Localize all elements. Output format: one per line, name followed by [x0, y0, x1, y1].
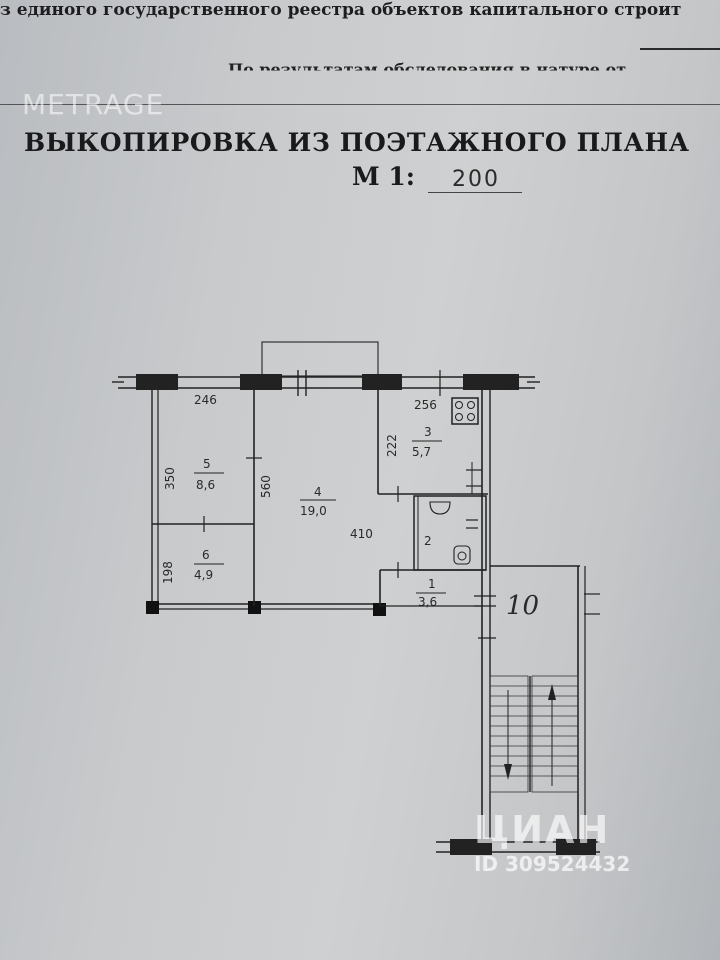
scale-underline	[428, 192, 522, 193]
stove-icon	[451, 397, 479, 425]
stair-flight-right	[531, 675, 579, 793]
dim-350: 350	[163, 467, 177, 490]
dim-256: 256	[414, 398, 437, 412]
dim-560: 560	[259, 475, 273, 498]
pier-1	[136, 374, 178, 390]
form-rule	[0, 104, 720, 105]
room-3-area: 5,7	[412, 445, 431, 459]
dim-198: 198	[161, 561, 175, 584]
room-5-area: 8,6	[196, 478, 215, 492]
room-2-number: 2	[424, 534, 432, 548]
cian-watermark: ЦИАН	[474, 808, 611, 852]
stair-flight-left	[489, 675, 529, 793]
column-1	[146, 601, 159, 614]
room-6-area: 4,9	[194, 568, 213, 582]
scale-prefix: М 1:	[352, 162, 416, 191]
survey-line: По результатам обследования в натуре от	[228, 60, 627, 79]
apartment-number: 10	[506, 591, 539, 621]
dim-410: 410	[350, 527, 373, 541]
sink-icon	[429, 501, 451, 515]
room-1-number: 1	[428, 577, 436, 591]
scale-value: 200	[452, 167, 500, 192]
room-4-area: 19,0	[300, 504, 327, 518]
stair-arrow-up	[548, 684, 556, 700]
room-1-area: 3,6	[418, 595, 437, 609]
dim-246: 246	[194, 393, 217, 407]
metrage-watermark: METRAGE	[22, 88, 165, 121]
room-3-number: 3	[424, 425, 432, 439]
toilet-icon	[453, 545, 471, 565]
pier-2	[240, 374, 282, 390]
room-6-number: 6	[202, 548, 210, 562]
bathroom-walls	[413, 495, 487, 571]
dim-222: 222	[385, 434, 399, 457]
balcony	[261, 341, 379, 377]
document-title: ВЫКОПИРОВКА ИЗ ПОЭТАЖНОГО ПЛАНА	[24, 128, 690, 157]
header-rule	[640, 48, 720, 50]
column-2	[248, 601, 261, 614]
stair-treads	[490, 685, 578, 777]
room-5-number: 5	[203, 457, 211, 471]
pier-4	[463, 374, 519, 390]
room-4-number: 4	[314, 485, 322, 499]
pier-3	[362, 374, 402, 390]
listing-id-watermark: ID 309524432	[474, 852, 631, 876]
registry-header: з единого государственного реестра объек…	[0, 0, 682, 20]
stair-arrow-down	[504, 764, 512, 780]
